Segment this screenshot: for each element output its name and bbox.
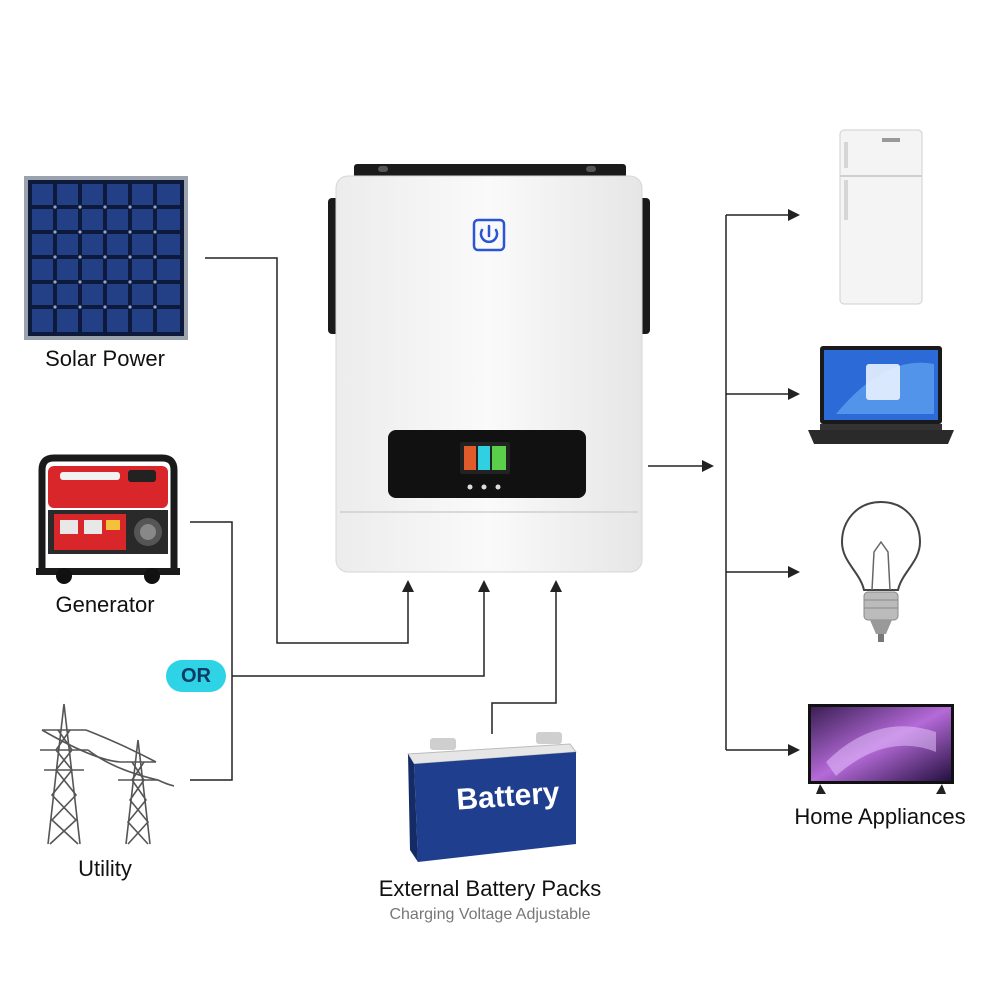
lightbulb-icon	[840, 500, 922, 642]
utility-label: Utility	[78, 856, 132, 881]
power-tower-icon	[40, 703, 174, 845]
laptop-icon	[808, 346, 954, 444]
tv-icon	[808, 704, 954, 794]
generator-icon	[36, 454, 180, 584]
home-appliances-label: Home Appliances	[794, 804, 966, 829]
wire-generator	[190, 521, 233, 781]
solar-panel-icon	[24, 176, 188, 340]
power-icon	[472, 218, 506, 252]
wire-or	[232, 580, 490, 677]
solar-power-label: Solar Power	[45, 346, 165, 371]
generator-label: Generator	[55, 592, 155, 617]
fridge-icon	[839, 129, 923, 305]
wire-solar	[205, 257, 414, 644]
battery-subtitle: Charging Voltage Adjustable	[389, 906, 591, 923]
wire-battery	[491, 580, 562, 734]
battery-icon	[407, 732, 577, 862]
or-badge: OR	[166, 660, 226, 692]
inverter-icon	[328, 164, 650, 573]
battery-title: External Battery Packs	[378, 876, 602, 901]
